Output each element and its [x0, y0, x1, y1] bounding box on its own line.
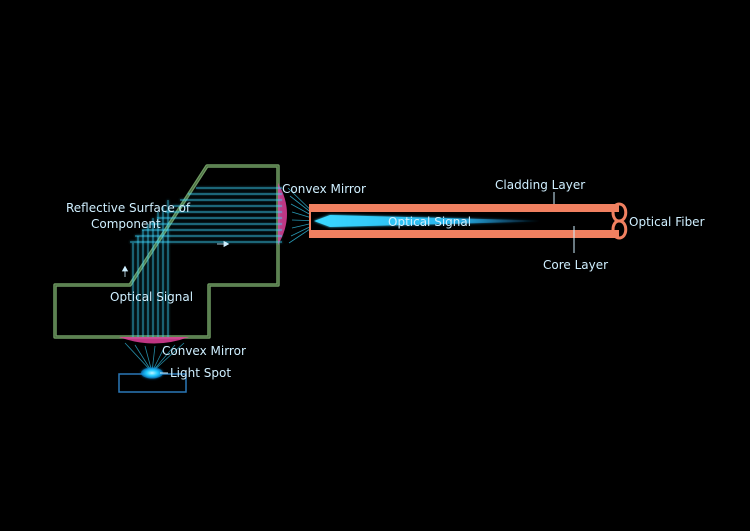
direction-arrow-right	[217, 240, 230, 248]
optical-component	[53, 164, 280, 339]
label-light-spot: Light Spot	[170, 366, 231, 380]
fiber-cladding-bottom	[309, 230, 619, 238]
label-convex-mirror-right: Convex Mirror	[282, 182, 366, 196]
vertical-beams	[132, 200, 169, 337]
horizontal-beams	[130, 187, 282, 243]
direction-arrow-up	[121, 265, 129, 277]
label-optical-fiber: Optical Fiber	[629, 215, 705, 229]
label-optical-signal-fiber: Optical Signal	[388, 215, 471, 229]
fiber-end-cap	[618, 202, 628, 240]
fiber-signal-beam	[314, 215, 540, 227]
label-core-layer: Core Layer	[543, 258, 608, 272]
label-reflective-surface-line1: Reflective Surface of	[66, 201, 191, 215]
label-optical-signal-left: Optical Signal	[110, 290, 193, 304]
label-cladding-layer: Cladding Layer	[495, 178, 585, 192]
fiber-cladding-left-edge	[309, 204, 311, 238]
convex-mirror-bottom	[119, 337, 189, 344]
label-reflective-surface-line2: Component	[91, 217, 161, 231]
fiber-cladding-top	[309, 204, 619, 212]
label-convex-mirror-bottom: Convex Mirror	[162, 344, 246, 358]
light-spot	[141, 367, 163, 379]
